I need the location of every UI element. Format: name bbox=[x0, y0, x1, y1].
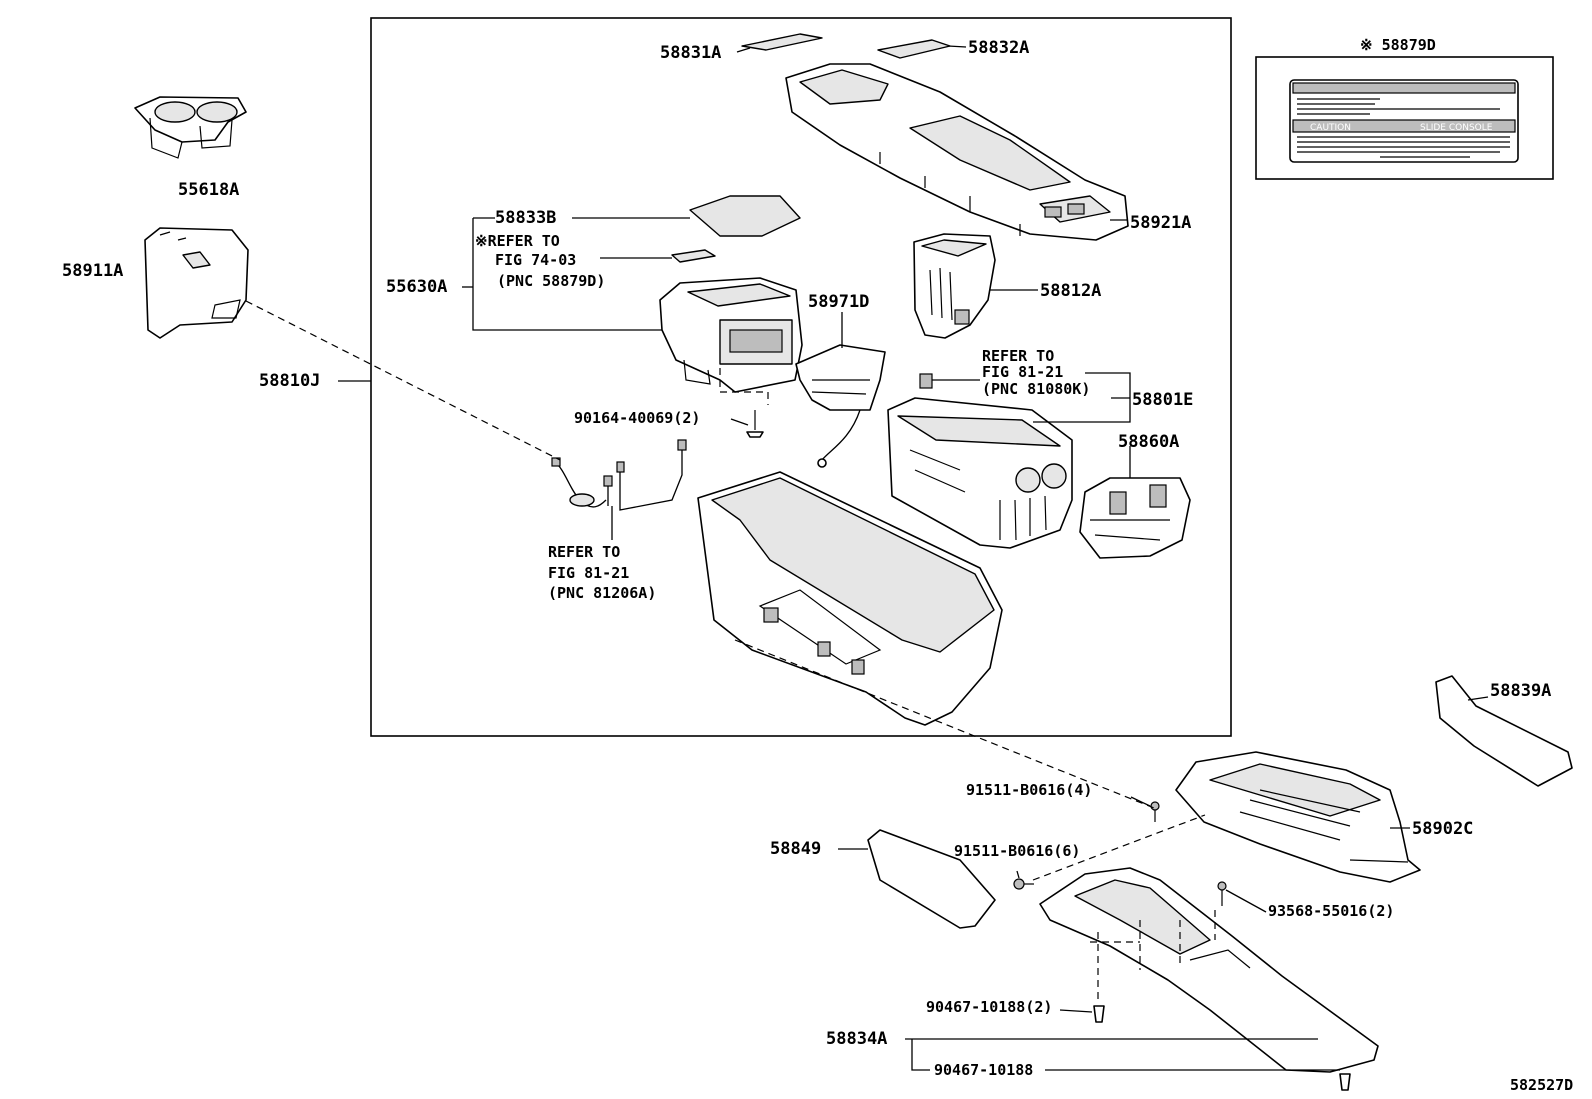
label-58812A: 58812A bbox=[1040, 281, 1101, 301]
label-58879D: ※ 58879D bbox=[1360, 36, 1436, 54]
bracket-cable-shape bbox=[795, 344, 886, 468]
connector-shape bbox=[919, 373, 933, 389]
label-58971D: 58971D bbox=[808, 292, 869, 312]
cup-holder-insert-shape bbox=[134, 96, 247, 159]
side-panel-shape bbox=[144, 227, 249, 339]
refer-fig-81-21-a-line3: (PNC 81080K) bbox=[982, 380, 1090, 398]
label-58801E: 58801E bbox=[1132, 390, 1193, 410]
label-58834A: 58834A bbox=[826, 1029, 887, 1049]
assembly-frame bbox=[370, 17, 1232, 737]
refer-fig-81-21-a-line1: REFER TO bbox=[982, 347, 1054, 365]
slide-console-band-text: SLIDE CONSOLE bbox=[1420, 123, 1493, 133]
assembly-dashed-lines bbox=[245, 300, 1216, 1000]
armrest-lid-shape bbox=[689, 195, 801, 237]
leader-lines bbox=[338, 45, 1489, 1071]
clip-90467-upper-shape bbox=[1093, 1005, 1105, 1023]
caution-band-text: CAUTION bbox=[1310, 123, 1351, 133]
slide-mechanism-shape bbox=[887, 397, 1073, 549]
refer-fig-81-21-a-line2: FIG 81-21 bbox=[982, 363, 1063, 381]
cup-holder-shape bbox=[913, 233, 996, 339]
clip-90467-lower-shape bbox=[1339, 1073, 1351, 1091]
label-58831A: 58831A bbox=[660, 43, 721, 63]
label-91511-B0616-4: 91511-B0616(4) bbox=[966, 781, 1092, 799]
label-55630A: 55630A bbox=[386, 277, 447, 297]
side-trim-shape bbox=[867, 829, 996, 929]
label-93568-55016: 93568-55016(2) bbox=[1268, 902, 1394, 920]
screw-93568-shape bbox=[1217, 881, 1227, 906]
rear-trim-shape bbox=[1435, 675, 1573, 787]
screw-90164-shape bbox=[746, 410, 764, 438]
small-lid-left-shape bbox=[741, 33, 823, 51]
label-58921A: 58921A bbox=[1130, 213, 1191, 233]
label-58832A: 58832A bbox=[968, 38, 1029, 58]
refer-fig-74-line2: FIG 74-03 bbox=[495, 251, 576, 269]
refer-fig-81-21-b-line1: REFER TO bbox=[548, 543, 620, 561]
lower-tray-shape bbox=[1039, 867, 1379, 1073]
lower-console-box-shape bbox=[697, 471, 1003, 726]
label-58860A: 58860A bbox=[1118, 432, 1179, 452]
label-90467-10188: 90467-10188 bbox=[934, 1061, 1033, 1079]
clip-91511-upper-shape bbox=[1150, 801, 1160, 822]
refer-fig-74-line3: (PNC 58879D) bbox=[497, 272, 605, 290]
label-58902C: 58902C bbox=[1412, 819, 1473, 839]
label-58810J: 58810J bbox=[259, 371, 320, 391]
label-91511-B0616-6: 91511-B0616(6) bbox=[954, 842, 1080, 860]
upper-panel-shape bbox=[785, 63, 1129, 241]
refer-fig-81-21-b-line3: (PNC 81206A) bbox=[548, 584, 656, 602]
refer-fig-74-line1: ※REFER TO bbox=[475, 232, 560, 250]
label-55618A: 55618A bbox=[178, 180, 239, 200]
label-90164-40069: 90164-40069(2) bbox=[574, 409, 700, 427]
small-lid-right-shape bbox=[877, 39, 951, 59]
wiring-harness-shape bbox=[551, 439, 687, 511]
caution-band bbox=[1292, 119, 1516, 133]
console-box-shape bbox=[659, 277, 803, 393]
caution-label-plate-shape bbox=[671, 249, 716, 263]
label-58911A: 58911A bbox=[62, 261, 123, 281]
base-bracket-shape bbox=[1175, 751, 1421, 883]
clip-91511-lower-shape bbox=[1013, 878, 1034, 890]
label-58833B: 58833B bbox=[495, 208, 556, 228]
label-90467-10188-2: 90467-10188(2) bbox=[926, 998, 1052, 1016]
console-bracket-shape bbox=[1079, 477, 1191, 559]
label-58849: 58849 bbox=[770, 839, 821, 859]
label-58839A: 58839A bbox=[1490, 681, 1551, 701]
refer-fig-81-21-b-line2: FIG 81-21 bbox=[548, 564, 629, 582]
drawing-number: 582527D bbox=[1510, 1076, 1573, 1094]
caution-label-inset: CAUTION SLIDE CONSOLE bbox=[1255, 56, 1554, 180]
